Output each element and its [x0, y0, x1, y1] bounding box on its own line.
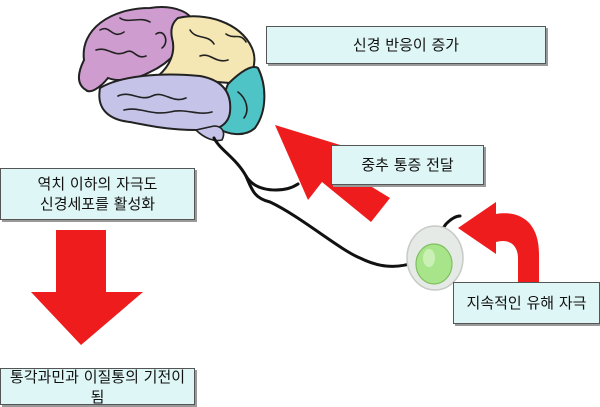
label-mechanism-hyperalgesia-allodynia: 통각과민과 이질통의 기전이 됨 — [0, 368, 195, 406]
label-neural-response-increase: 신경 반응이 증가 — [266, 26, 546, 64]
brain-illustration — [78, 6, 266, 142]
label-central-pain-transmission: 중추 통증 전달 — [331, 145, 484, 185]
nerve-ending — [406, 225, 464, 291]
brainstem — [194, 125, 225, 142]
brain-frontal-lobe — [78, 6, 194, 93]
curved-arrow-stimulus — [458, 202, 539, 282]
label-activate-subthreshold-cells: 역치 이하의 자극도 신경세포를 활성화 — [0, 168, 195, 220]
label-persistent-harmful-stimulus: 지속적인 유해 자극 — [453, 282, 600, 324]
arrow-down — [31, 230, 143, 345]
brain-temporal-lobe — [98, 73, 232, 132]
